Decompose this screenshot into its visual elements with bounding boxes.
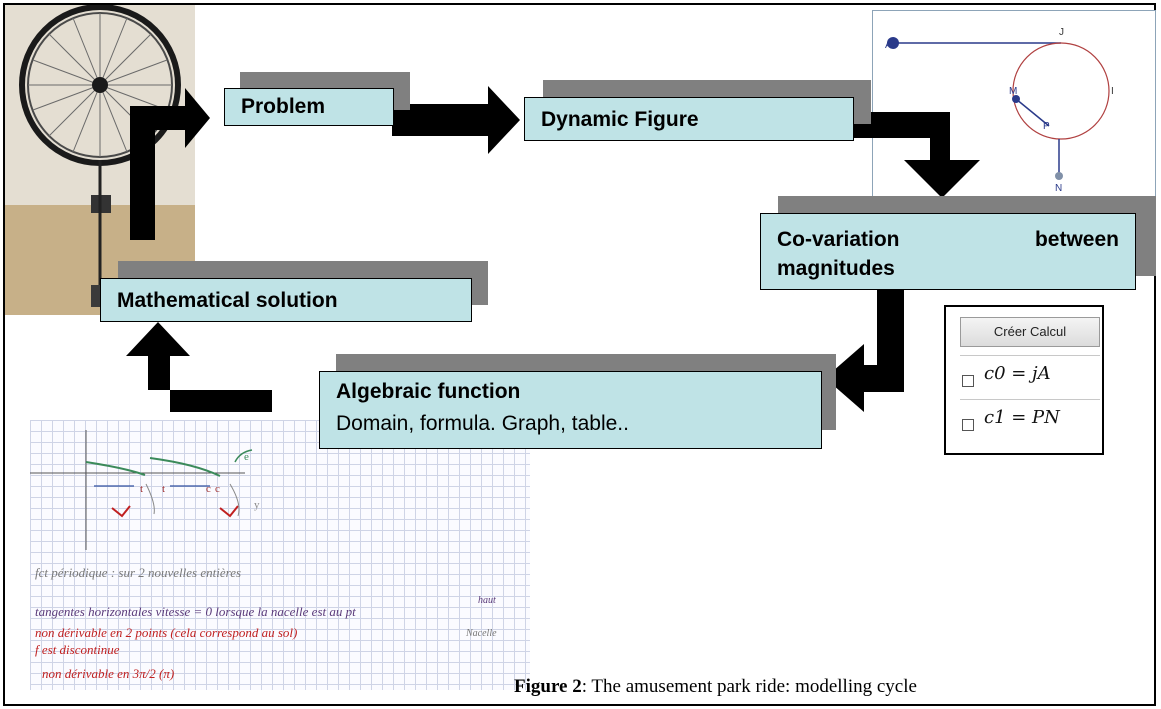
point-i-label: I [1111,86,1114,97]
notebook-line: fct périodique : sur 2 nouvelles entière… [35,565,241,580]
figure-caption: Figure 2: The amusement park ride: model… [514,676,917,698]
graph-label: c [215,483,220,495]
notebook-line: haut [478,595,496,606]
notebook-line: f est discontinue [35,642,120,657]
covariation-label-line2: magnitudes [777,257,895,280]
covariation-label-right: between [1034,228,1119,251]
calc-checkbox[interactable] [962,375,974,387]
notebook-scan: t c t c e y fct périodique : sur 2 nouve… [30,420,530,690]
calc-divider [960,355,1100,356]
covariation-label-left: Co-variation [777,228,900,251]
calc-equation: c1 = PN [984,407,1060,428]
problem-box: Problem [224,88,394,126]
calc-panel: Créer Calcul c0 = jA c1 = PN [944,305,1104,455]
mathematical-solution-label: Mathematical solution [117,289,338,312]
graph-label: e [244,451,249,463]
algebraic-title: Algebraic function [336,380,521,403]
mathematical-solution-box: Mathematical solution [100,278,472,322]
notebook-line: Nacelle [465,628,497,639]
arrow-solution-to-problem [130,88,210,240]
graph-label: c [206,483,211,495]
notebook-line: tangentes horizontales vitesse = 0 lorsq… [35,604,356,619]
algebraic-function-box: Algebraic function Domain, formula. Grap… [319,371,822,449]
arrow-dynamic-to-covariation [850,112,980,198]
dynamic-figure-box: Dynamic Figure [524,97,854,141]
point-j-label: J [1059,27,1064,38]
problem-label: Problem [241,95,326,118]
caption-label: Figure 2 [514,676,582,697]
graph-label: t [162,483,165,495]
point-p-label: P [1043,121,1050,132]
arrow-problem-to-dynamic [392,86,520,154]
figure-frame [3,3,1156,706]
arrow-algebraic-to-solution [126,322,272,412]
calc-checkbox[interactable] [962,419,974,431]
point-m-label: M [1009,86,1017,97]
graph-label: y [254,499,260,511]
notebook-line: non dérivable en 3π/2 (π) [42,666,174,681]
arrow-covariation-to-algebraic [825,290,904,412]
calc-equation: c0 = jA [984,363,1051,384]
dynamic-figure-label: Dynamic Figure [541,108,699,131]
covariation-box: Co-variation between magnitudes [760,213,1136,290]
algebraic-subtitle: Domain, formula. Graph, table.. [336,412,629,435]
notebook-graph: t c t c e y fct périodique : sur 2 nouve… [30,430,497,681]
point-a-label: A [885,40,892,51]
caption-text: : The amusement park ride: modelling cyc… [581,676,917,697]
geogebra-construction: A J I M P N [885,27,1114,194]
calc-divider [960,399,1100,400]
point-n-label: N [1055,183,1062,194]
graph-label: t [140,483,143,495]
create-calc-button[interactable]: Créer Calcul [960,317,1100,347]
notebook-line: non dérivable en 2 points (cela correspo… [35,625,297,640]
